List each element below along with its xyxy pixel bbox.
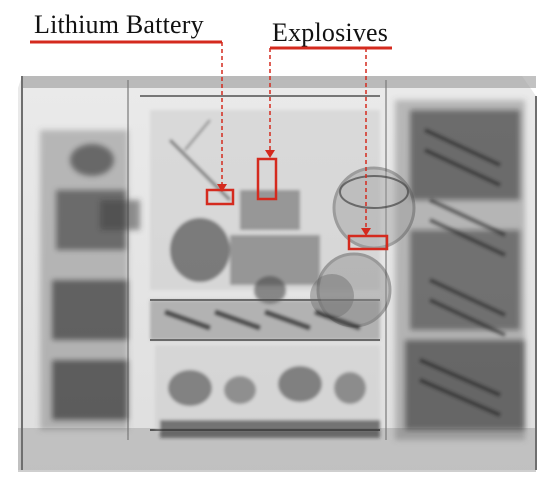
lower-compartment xyxy=(155,345,380,438)
explosives-arrowhead-left xyxy=(265,150,275,158)
explosives-label: Explosives xyxy=(272,18,389,47)
explosives-arrowhead-right xyxy=(361,228,371,236)
right-side-stripes xyxy=(419,128,506,417)
center-upper-items xyxy=(150,110,380,304)
middle-shelf xyxy=(150,300,380,340)
explosives-box-left xyxy=(256,157,278,201)
left-side-items xyxy=(40,130,140,430)
lithium-battery-box xyxy=(205,188,235,206)
lithium-battery-label: Lithium Battery xyxy=(34,10,204,39)
lithium-arrowhead xyxy=(217,184,227,192)
right-side-items xyxy=(395,100,525,440)
lithium-battery-annotation xyxy=(30,40,235,206)
explosives-annotation xyxy=(256,46,392,251)
explosives-box-right xyxy=(347,234,389,251)
